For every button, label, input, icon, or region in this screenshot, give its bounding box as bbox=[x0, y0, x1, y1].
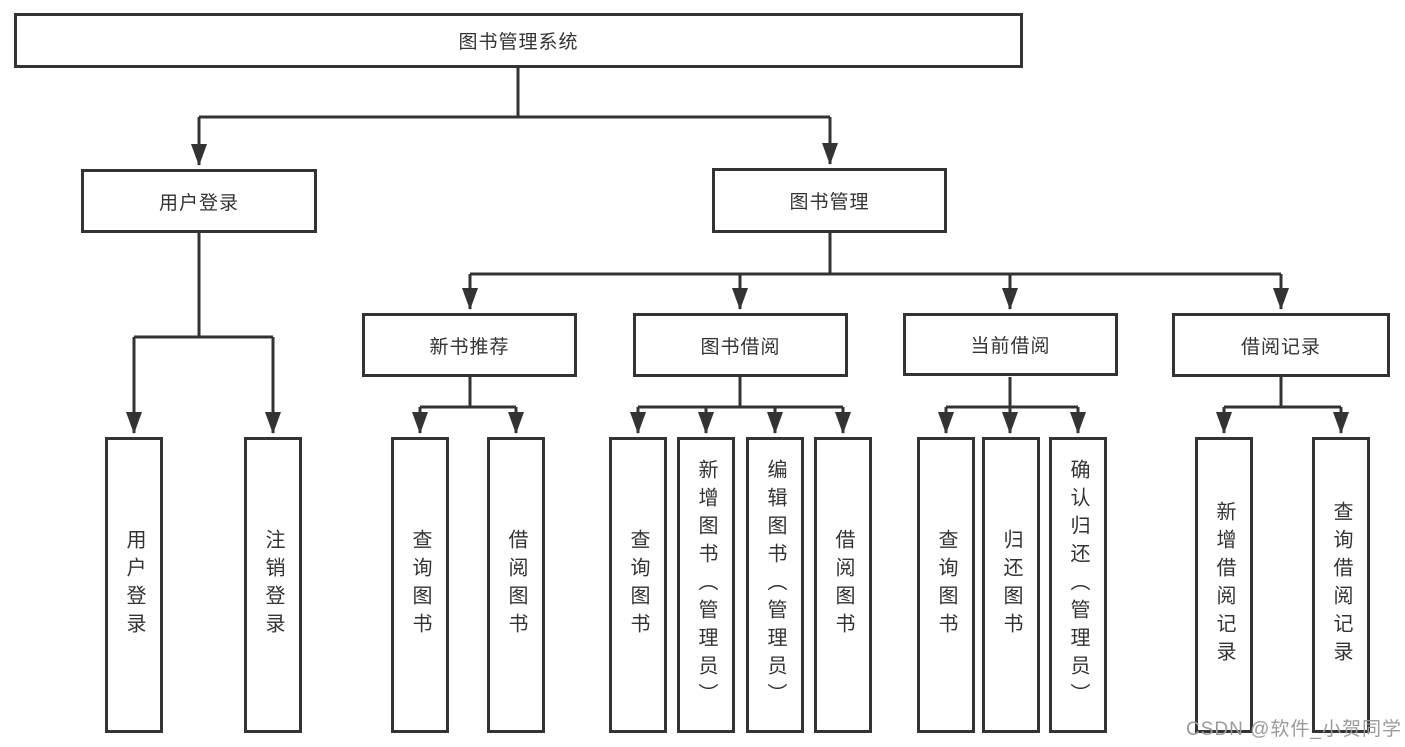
node-leaf-confirm-return-admin: 确认归还（管理员） bbox=[1049, 437, 1107, 733]
node-label: 查询图书 bbox=[627, 529, 649, 641]
csdn-watermark: CSDN @软件_小贺同学 bbox=[1186, 719, 1402, 740]
node-leaf-borrow-books: 借阅图书 bbox=[487, 437, 545, 733]
node-label: 查询图书 bbox=[935, 529, 957, 641]
node-current-borrowing: 当前借阅 bbox=[903, 313, 1118, 376]
node-label: 用户登录 bbox=[123, 529, 145, 641]
node-borrowing-records: 借阅记录 bbox=[1172, 313, 1390, 377]
node-leaf-logout: 注销登录 bbox=[244, 437, 302, 733]
node-leaf-query-borrow-record: 查询借阅记录 bbox=[1312, 437, 1370, 733]
node-user-login-module: 用户登录 bbox=[81, 169, 317, 233]
node-book-management-module: 图书管理 bbox=[712, 168, 947, 233]
node-label: 图书管理 bbox=[789, 192, 870, 213]
node-leaf-query-books: 查询图书 bbox=[391, 437, 449, 733]
node-label: 图书管理系统 bbox=[458, 32, 579, 53]
node-new-book-recommendation: 新书推荐 bbox=[362, 313, 577, 377]
node-leaf-query-books: 查询图书 bbox=[609, 437, 667, 733]
node-label: 新增图书（管理员） bbox=[695, 459, 717, 711]
node-leaf-edit-books-admin: 编辑图书（管理员） bbox=[746, 437, 804, 733]
node-leaf-add-books-admin: 新增图书（管理员） bbox=[677, 437, 735, 733]
node-leaf-add-borrow-record: 新增借阅记录 bbox=[1195, 437, 1253, 733]
node-label: 确认归还（管理员） bbox=[1067, 459, 1089, 711]
node-label: 查询图书 bbox=[409, 529, 431, 641]
node-label: 编辑图书（管理员） bbox=[764, 459, 786, 711]
node-root-library-management-system: 图书管理系统 bbox=[14, 13, 1023, 68]
node-label: 用户登录 bbox=[158, 192, 239, 214]
node-label: 新增借阅记录 bbox=[1213, 501, 1235, 669]
node-label: 归还图书 bbox=[1000, 529, 1022, 641]
node-label: 新书推荐 bbox=[429, 336, 510, 358]
node-label: 当前借阅 bbox=[970, 336, 1051, 357]
node-leaf-query-books: 查询图书 bbox=[917, 437, 975, 733]
node-label: 借阅图书 bbox=[505, 529, 527, 641]
node-leaf-user-login: 用户登录 bbox=[105, 437, 163, 733]
node-book-borrowing: 图书借阅 bbox=[633, 313, 848, 377]
node-leaf-borrow-books: 借阅图书 bbox=[814, 437, 872, 733]
node-label: 图书借阅 bbox=[700, 336, 781, 358]
node-label: 查询借阅记录 bbox=[1330, 501, 1352, 669]
node-leaf-return-books: 归还图书 bbox=[982, 437, 1040, 733]
node-label: 借阅图书 bbox=[832, 529, 854, 641]
node-label: 借阅记录 bbox=[1240, 336, 1321, 358]
node-label: 注销登录 bbox=[262, 529, 284, 641]
